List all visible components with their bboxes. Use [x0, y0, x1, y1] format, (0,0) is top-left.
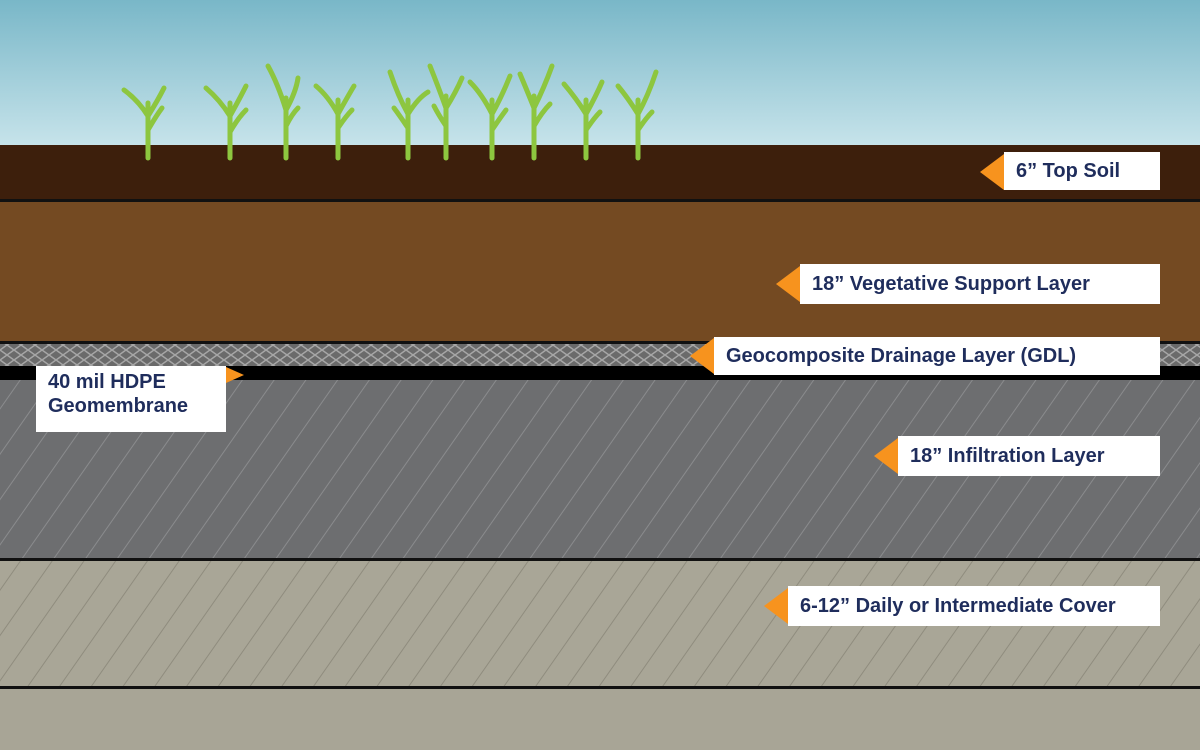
- vegetative-layer-label-text: 18” Vegetative Support Layer: [812, 273, 1090, 295]
- layer-divider: [0, 341, 1200, 344]
- bottom-ground: [0, 689, 1200, 750]
- grass-plant: [121, 85, 167, 161]
- infiltration-label-text: 18” Infiltration Layer: [910, 445, 1105, 467]
- grass-plant: [467, 73, 513, 161]
- grass-plant: [387, 69, 431, 161]
- grass-plant: [517, 63, 555, 161]
- cover-label: 6-12” Daily or Intermediate Cover: [788, 586, 1160, 626]
- gdl-label-text: Geocomposite Drainage Layer (GDL): [726, 345, 1077, 367]
- cover-arrow-icon: [764, 588, 788, 624]
- grass-plant: [427, 63, 465, 161]
- hdpe-label: 40 mil HDPE Geomembrane: [36, 366, 226, 432]
- grass-plant: [313, 83, 357, 161]
- top-soil-label-text: 6” Top Soil: [1016, 160, 1121, 182]
- sky: [0, 0, 1200, 145]
- vegetative-layer-label: 18” Vegetative Support Layer: [800, 264, 1160, 304]
- vegetative-arrow-icon: [776, 266, 800, 302]
- cover-label-text: 6-12” Daily or Intermediate Cover: [800, 595, 1116, 617]
- layer-divider: [0, 199, 1200, 202]
- infiltration-label: 18” Infiltration Layer: [898, 436, 1160, 476]
- layer-divider: [0, 686, 1200, 689]
- grass-plant: [265, 63, 301, 161]
- top-soil-label: 6” Top Soil: [1004, 152, 1160, 190]
- hdpe-label-line1: 40 mil HDPE: [48, 371, 166, 393]
- hdpe-label-line2: Geomembrane: [48, 395, 189, 417]
- grass-plant: [203, 83, 249, 161]
- gdl-arrow-icon: [690, 338, 714, 374]
- grass-plants: [121, 63, 659, 161]
- top-soil-arrow-icon: [980, 154, 1004, 190]
- gdl-label: Geocomposite Drainage Layer (GDL): [714, 337, 1160, 375]
- grass-plant: [615, 69, 659, 161]
- layer-divider: [0, 558, 1200, 561]
- infiltration-arrow-icon: [874, 438, 898, 474]
- grass-plant: [561, 79, 605, 161]
- hdpe-arrow-icon: [226, 367, 244, 383]
